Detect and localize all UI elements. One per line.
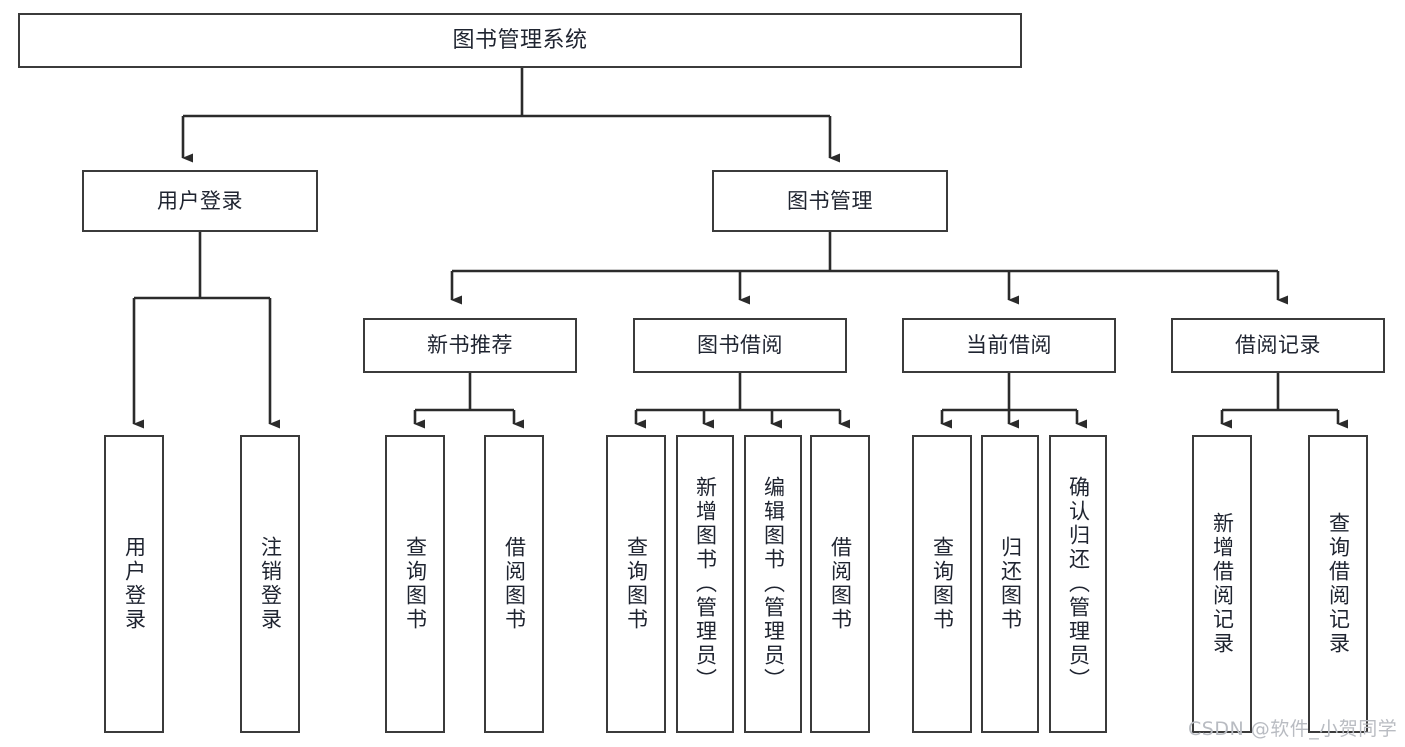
leaf-query-book-borrow[interactable]: 查询图书 — [606, 435, 666, 733]
node-label: 查询图书 — [930, 536, 955, 632]
leaf-query-book-current[interactable]: 查询图书 — [912, 435, 972, 733]
leaf-confirm-return-admin[interactable]: 确认归还（管理员） — [1049, 435, 1107, 733]
node-label: 查询图书 — [403, 536, 428, 632]
node-label: 借阅图书 — [502, 536, 527, 632]
node-label: 注销登录 — [258, 536, 283, 632]
csdn-watermark: CSDN @软件_小贺同学 — [1188, 718, 1398, 740]
node-label: 归还图书 — [998, 536, 1023, 632]
node-borrow-record[interactable]: 借阅记录 — [1171, 318, 1385, 373]
node-label: 新增借阅记录 — [1210, 512, 1235, 656]
node-label: 新书推荐 — [427, 333, 513, 358]
node-label: 查询借阅记录 — [1326, 512, 1351, 656]
leaf-edit-book-admin[interactable]: 编辑图书（管理员） — [744, 435, 802, 733]
leaf-query-book-new-recommend[interactable]: 查询图书 — [385, 435, 445, 733]
node-label: 借阅图书 — [828, 536, 853, 632]
node-root-book-management-system[interactable]: 图书管理系统 — [18, 13, 1022, 68]
node-user-login[interactable]: 用户登录 — [82, 170, 318, 232]
node-book-management[interactable]: 图书管理 — [712, 170, 948, 232]
node-label: 图书借阅 — [697, 333, 783, 358]
leaf-logout-login[interactable]: 注销登录 — [240, 435, 300, 733]
node-new-book-recommend[interactable]: 新书推荐 — [363, 318, 577, 373]
leaf-return-book[interactable]: 归还图书 — [981, 435, 1039, 733]
node-label: 确认归还（管理员） — [1066, 476, 1091, 692]
leaf-borrow-book-borrow[interactable]: 借阅图书 — [810, 435, 870, 733]
node-label: 图书管理系统 — [452, 27, 588, 53]
node-label: 当前借阅 — [966, 333, 1052, 358]
node-label: 图书管理 — [787, 188, 873, 213]
node-label: 查询图书 — [624, 536, 649, 632]
node-label: 新增图书（管理员） — [693, 476, 718, 692]
node-current-borrow[interactable]: 当前借阅 — [902, 318, 1116, 373]
node-label: 编辑图书（管理员） — [761, 476, 786, 692]
leaf-add-borrow-record[interactable]: 新增借阅记录 — [1192, 435, 1252, 733]
node-book-borrow[interactable]: 图书借阅 — [633, 318, 847, 373]
node-label: 用户登录 — [122, 536, 147, 632]
leaf-borrow-book-new-recommend[interactable]: 借阅图书 — [484, 435, 544, 733]
node-label: 借阅记录 — [1235, 333, 1321, 358]
leaf-query-borrow-record[interactable]: 查询借阅记录 — [1308, 435, 1368, 733]
leaf-add-book-admin[interactable]: 新增图书（管理员） — [676, 435, 734, 733]
node-label: 用户登录 — [157, 188, 243, 213]
leaf-user-login[interactable]: 用户登录 — [104, 435, 164, 733]
